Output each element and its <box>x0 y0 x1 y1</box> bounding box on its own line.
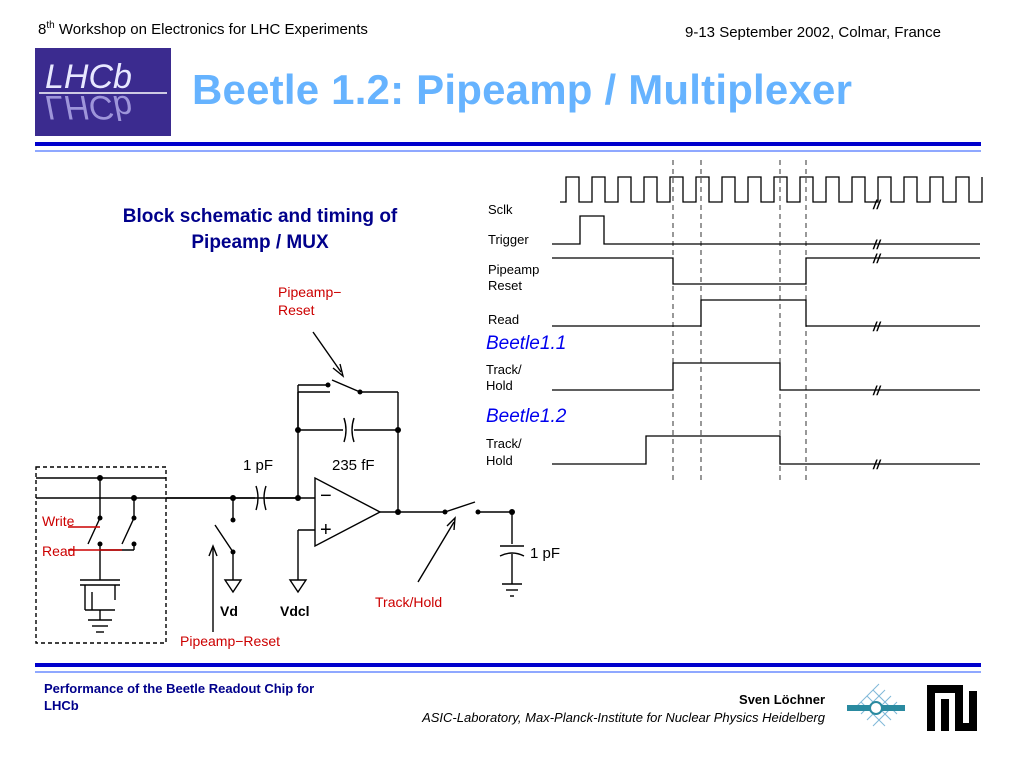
opamp-minus: − <box>320 485 332 507</box>
pipeamp-reset-label-top-2: Reset <box>278 302 315 318</box>
opamp <box>314 476 382 548</box>
trackhold2-label-1: Track/ <box>486 436 522 451</box>
read-switch <box>121 517 135 545</box>
break-mark-sclk: // <box>872 197 882 212</box>
vd-label: Vd <box>220 603 238 619</box>
trigger-label: Trigger <box>488 232 529 247</box>
trackhold2-label-2: Hold <box>486 453 513 468</box>
header-rule <box>35 142 981 146</box>
workshop-name: 8th Workshop on Electronics for LHC Expe… <box>38 20 368 38</box>
pipeamp-label-2: Reset <box>488 278 522 293</box>
date-location: 9-13 September 2002, Colmar, France <box>685 24 941 41</box>
break-mark-th1: // <box>872 383 882 398</box>
cap-input-label: 1 pF <box>243 457 273 474</box>
vdcl-label: Vdcl <box>280 603 310 619</box>
write-read-box <box>35 466 167 644</box>
break-mark-th2: // <box>872 457 882 472</box>
break-mark-read: // <box>872 319 882 334</box>
cap-output-label: 1 pF <box>530 545 560 562</box>
sclk-label: Sclk <box>488 202 513 217</box>
footer-institute: ASIC-Laboratory, Max-Planck-Institute fo… <box>422 710 825 725</box>
pipeamp-reset-label-bottom: Pipeamp−Reset <box>180 633 280 649</box>
pipeamp-schematic: Pipeamp− Reset 1 pF 235 fF − + Write Rea… <box>35 284 560 649</box>
footer-rule <box>35 663 981 667</box>
asic-lab-logo <box>847 683 905 727</box>
subtitle-line-2: Pipeamp / MUX <box>191 232 329 253</box>
write-switch <box>87 517 101 545</box>
read-label: Read <box>42 543 75 559</box>
lhcb-logo: LHCb LHCb <box>35 48 171 136</box>
cap-feedback-label: 235 fF <box>332 457 375 474</box>
write-label: Write <box>42 513 75 529</box>
track-hold-label: Track/Hold <box>375 594 442 610</box>
subtitle-line-1: Block schematic and timing of <box>122 206 398 227</box>
beetle12-label: Beetle1.2 <box>486 406 567 427</box>
svg-text:LHCb: LHCb <box>45 88 132 126</box>
trackhold-beetle11-waveform <box>552 362 980 391</box>
mpi-logo <box>927 685 977 731</box>
slide-subtitle: Block schematic and timing of Pipeamp / … <box>80 204 440 256</box>
break-mark-trigger: // <box>872 237 882 252</box>
track-hold-switch <box>444 501 476 513</box>
pipeamp-reset-label-top-1: Pipeamp− <box>278 284 341 300</box>
vd-switch <box>214 524 234 553</box>
beetle11-label: Beetle1.1 <box>486 333 566 354</box>
lhcb-logo-text: LHCb <box>45 58 132 96</box>
header-rule-thin <box>35 150 981 152</box>
read-label: Read <box>488 312 519 327</box>
pipeamp-reset-waveform <box>552 257 980 285</box>
sclk-waveform <box>560 176 983 203</box>
break-mark-pipeamp: // <box>872 251 882 266</box>
pipeamp-label-1: Pipeamp <box>488 262 539 277</box>
reset-switch <box>331 379 361 393</box>
trackhold1-label-1: Track/ <box>486 362 522 377</box>
read-waveform <box>552 299 980 327</box>
footer-rule-thin <box>35 671 981 673</box>
footer-author: Sven Löchner <box>739 692 825 707</box>
opamp-plus: + <box>320 519 332 541</box>
slide-title: Beetle 1.2: Pipeamp / Multiplexer <box>192 66 853 113</box>
footer-talk-title-line-2: LHCb <box>44 698 79 713</box>
footer-talk-title-line-1: Performance of the Beetle Readout Chip f… <box>44 681 315 696</box>
trackhold-beetle12-waveform <box>552 435 980 465</box>
trigger-waveform <box>552 215 980 245</box>
timing-diagram: Sclk Trigger Pipeamp Reset Read Beetle1.… <box>486 160 983 480</box>
footer-talk-title: Performance of the Beetle Readout Chip f… <box>44 680 354 714</box>
trackhold1-label-2: Hold <box>486 378 513 393</box>
